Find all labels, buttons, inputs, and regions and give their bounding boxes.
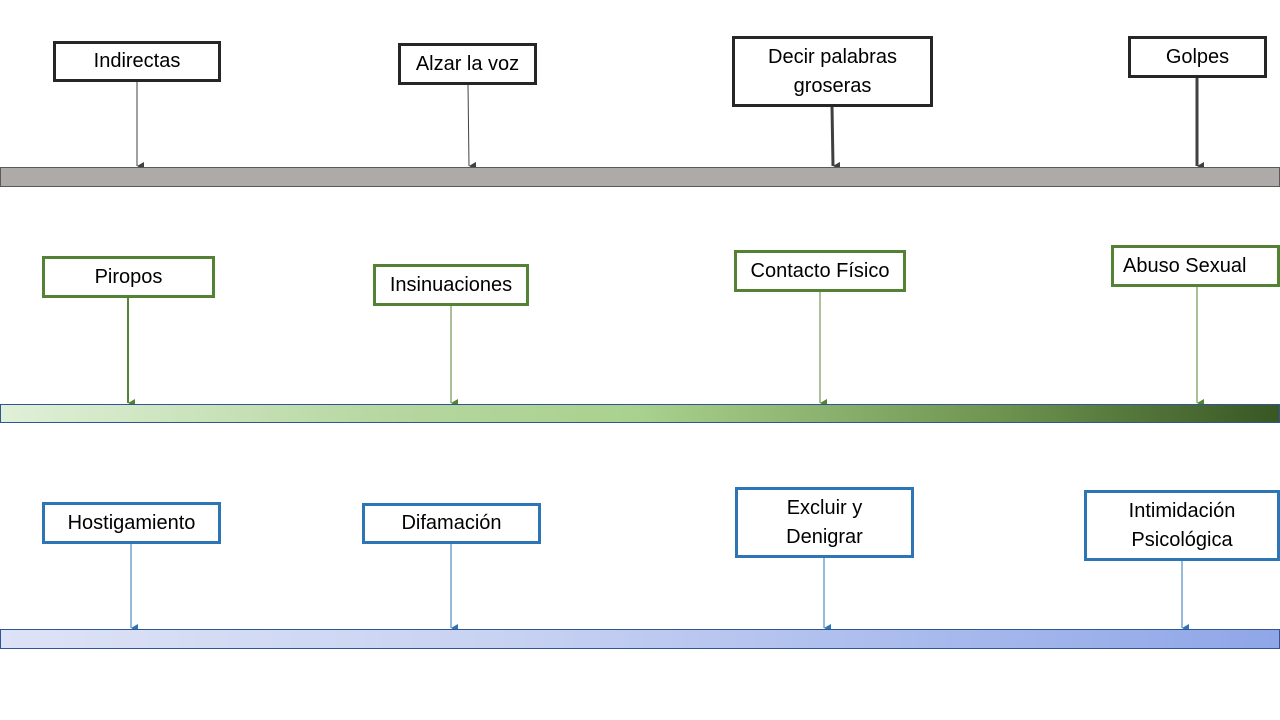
box-label: Difamación (401, 512, 502, 534)
box-label: Piropos (94, 265, 163, 288)
arrow-alzar-la-voz (467, 83, 477, 170)
box-label: Contacto Físico (750, 259, 890, 282)
box-excluir-denigrar: Excluir y Denigrar (735, 487, 914, 558)
box-label: Hostigamiento (67, 511, 196, 534)
box-piropos: Piropos (42, 256, 215, 298)
box-label: Decir palabras groseras (768, 45, 897, 97)
box-label: Indirectas (93, 50, 181, 72)
box-intimidacion-psicologica: Intimidación Psicológica (1084, 490, 1280, 561)
box-indirectas: Indirectas (53, 41, 221, 82)
box-contacto-fisico: Contacto Físico (734, 250, 906, 292)
box-label: Golpes (1165, 45, 1230, 68)
box-decir-palabras-groseras: Decir palabras groseras (732, 36, 933, 107)
box-abuso-sexual: Abuso Sexual (1111, 245, 1280, 287)
box-hostigamiento: Hostigamiento (42, 502, 221, 544)
box-label: Intimidación Psicológica (1128, 499, 1236, 551)
box-label: Insinuaciones (389, 273, 513, 296)
timeline-bar-blue (0, 629, 1280, 649)
box-alzar-la-voz: Alzar la voz (398, 43, 537, 85)
arrow-decir-palabras (830, 105, 841, 170)
box-label: Abuso Sexual (1123, 254, 1247, 277)
box-golpes: Golpes (1128, 36, 1267, 78)
box-label: Excluir y Denigrar (786, 496, 863, 548)
box-difamacion: Difamación (362, 503, 541, 544)
timeline-bar-green (0, 404, 1280, 423)
box-insinuaciones: Insinuaciones (373, 264, 529, 306)
box-label: Alzar la voz (415, 52, 520, 75)
timeline-bar-gray (0, 167, 1280, 187)
